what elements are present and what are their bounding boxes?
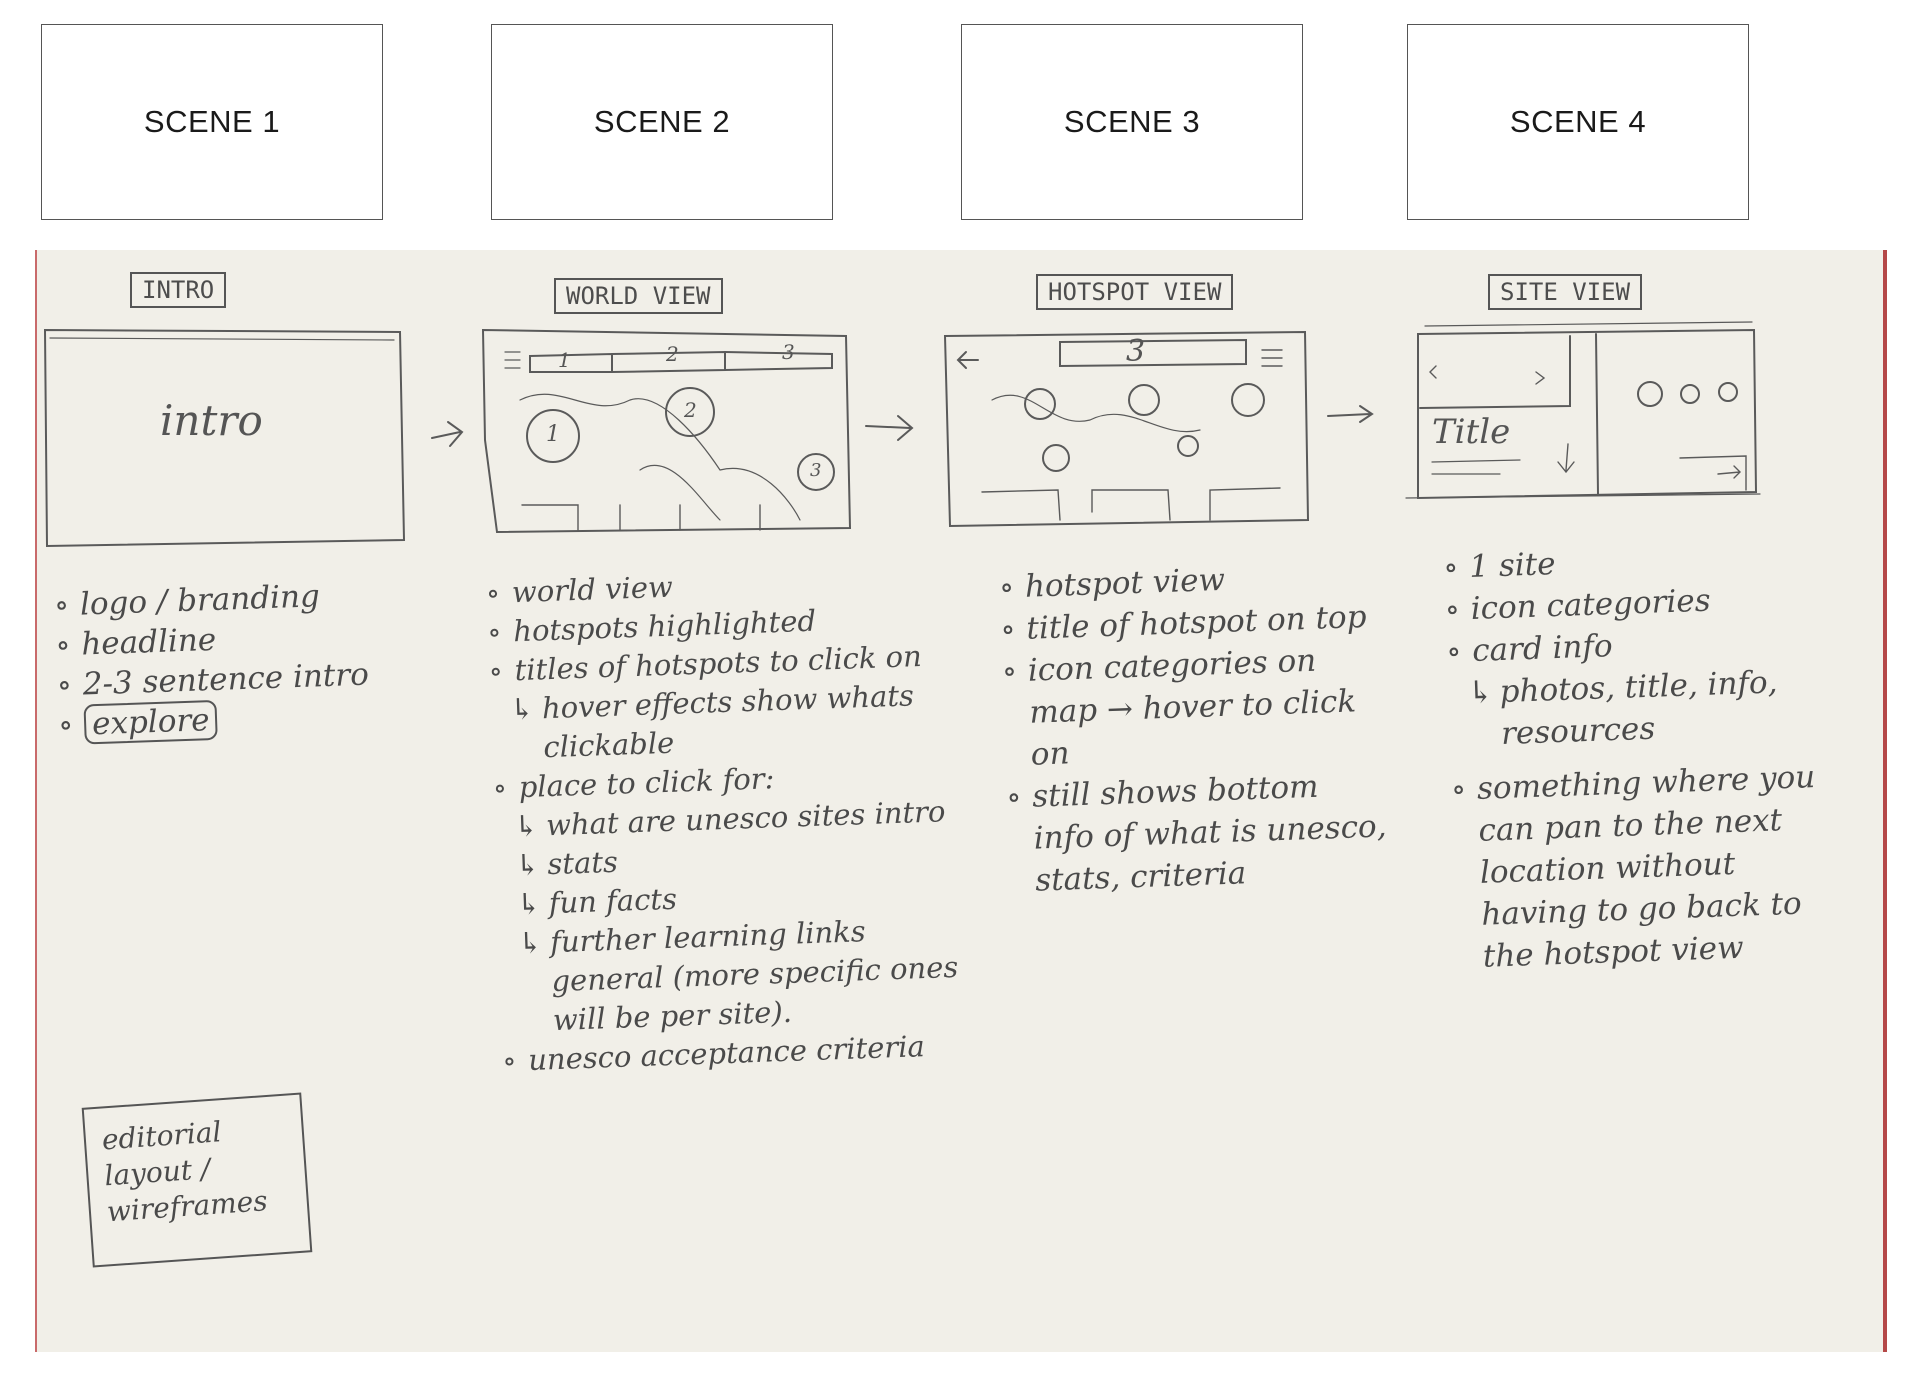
site-card-title: Title (1432, 412, 1511, 452)
hotspot-back-arrow (956, 351, 979, 369)
world-hotspot-label-2: 2 (684, 398, 697, 422)
world-hotspot-3 (797, 453, 835, 491)
editorial-note-box: editorial layout / wireframes (81, 1092, 313, 1268)
scene-4-box: SCENE 4 (1407, 24, 1749, 220)
arrow-1 (431, 421, 464, 447)
intro-screen-frame (43, 328, 406, 548)
paper-edge (1883, 250, 1887, 1352)
world-screen-frame (481, 328, 852, 534)
world-hotspot-1 (526, 409, 580, 463)
note-subitem: photos, title, info, resources (1447, 659, 1840, 757)
hotspot-view-title: HOTSPOT VIEW (1036, 274, 1234, 310)
explore-label: explore (83, 699, 219, 745)
arrow-3 (1327, 405, 1374, 423)
hotspot-tab-label: 3 (1126, 334, 1146, 369)
note-subitem: further learning links general (more spe… (498, 909, 962, 1042)
note-item: still shows bottom info of what is unesc… (1006, 763, 1390, 902)
world-tab-2: 2 (666, 342, 679, 366)
site-view-title: SITE VIEW (1488, 274, 1643, 310)
note-item: something where you can pan to the next … (1450, 755, 1847, 978)
world-tab-1: 1 (558, 348, 571, 372)
scene-3-box: SCENE 3 (961, 24, 1303, 220)
site-screen-frame (1417, 328, 1758, 500)
hotspot-screen-frame (943, 330, 1310, 528)
scene-1-box: SCENE 1 (41, 24, 383, 220)
intro-notes: logo / branding headline 2-3 sentence in… (53, 575, 371, 746)
intro-title: INTRO (130, 272, 227, 308)
world-hotspot-label-3: 3 (810, 460, 822, 481)
note-item: icon categories on map → hover to click … (1001, 637, 1385, 776)
scene-2-box: SCENE 2 (491, 24, 833, 220)
world-notes: world view hotspots highlighted titles o… (485, 558, 962, 1081)
world-tab-3: 3 (782, 340, 795, 364)
world-hotspot-2 (665, 387, 715, 437)
arrow-2 (865, 415, 914, 441)
hotspot-notes: hotspot view title of hotspot on top ico… (998, 553, 1389, 902)
site-notes: 1 site icon categories card info photos,… (1443, 533, 1848, 978)
world-view-title: WORLD VIEW (554, 278, 723, 314)
intro-screen-label: intro (160, 396, 263, 445)
world-hotspot-label-1: 1 (546, 422, 560, 447)
